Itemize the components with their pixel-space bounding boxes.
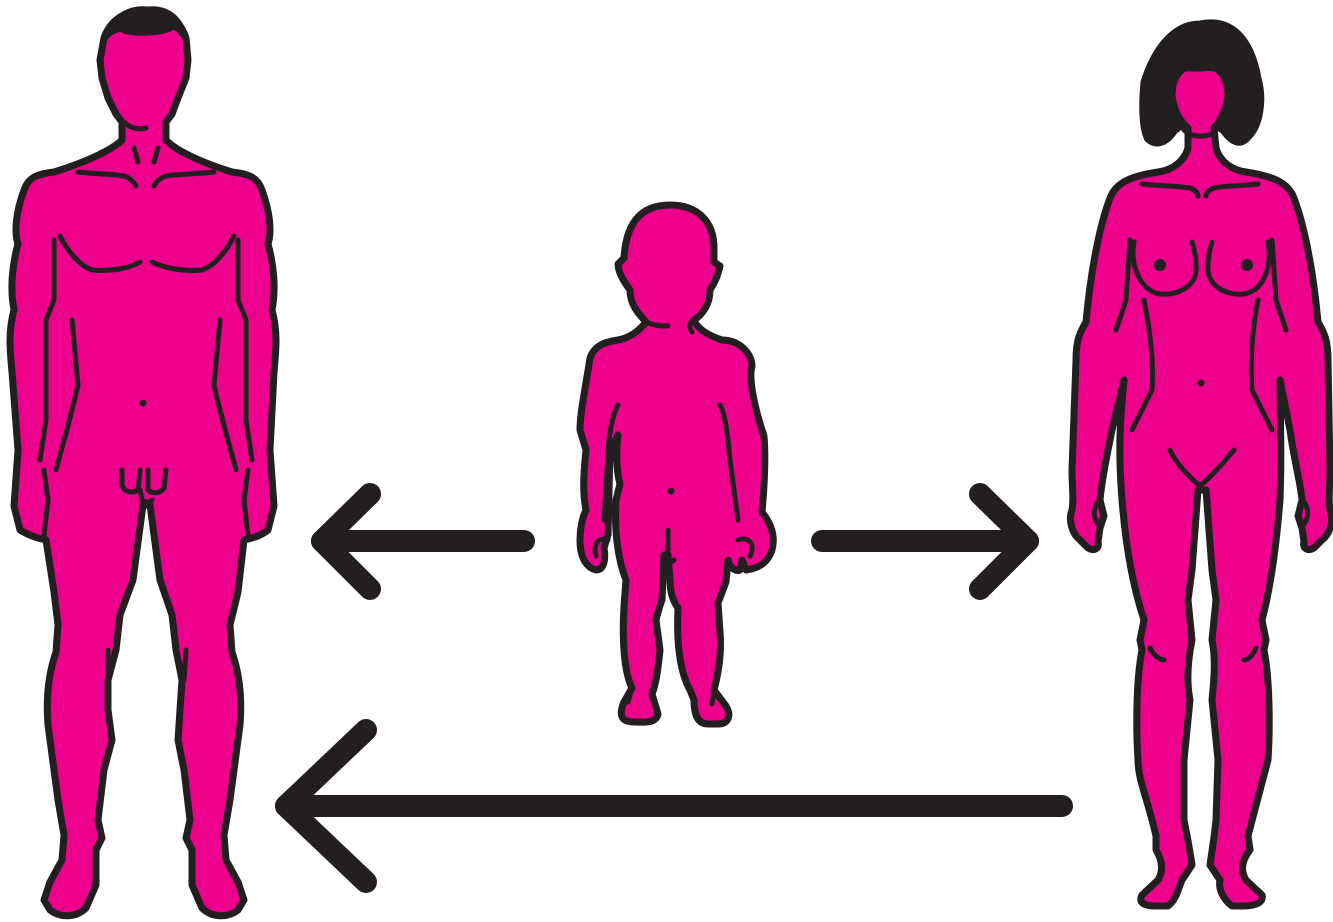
- child-navel: [668, 488, 675, 495]
- man-figure-icon: [10, 8, 276, 916]
- child-figure-icon: [580, 205, 773, 724]
- man-navel: [140, 400, 147, 407]
- woman-breast-left-nipple: [1154, 259, 1166, 271]
- woman-navel: [1198, 380, 1205, 387]
- woman-breast-right-nipple: [1241, 259, 1253, 271]
- woman-figure-icon: [1070, 21, 1331, 906]
- arrow-child-to-female: [822, 494, 1028, 589]
- arrow-child-to-male: [322, 494, 524, 589]
- arrow-female-to-male: [286, 730, 1062, 882]
